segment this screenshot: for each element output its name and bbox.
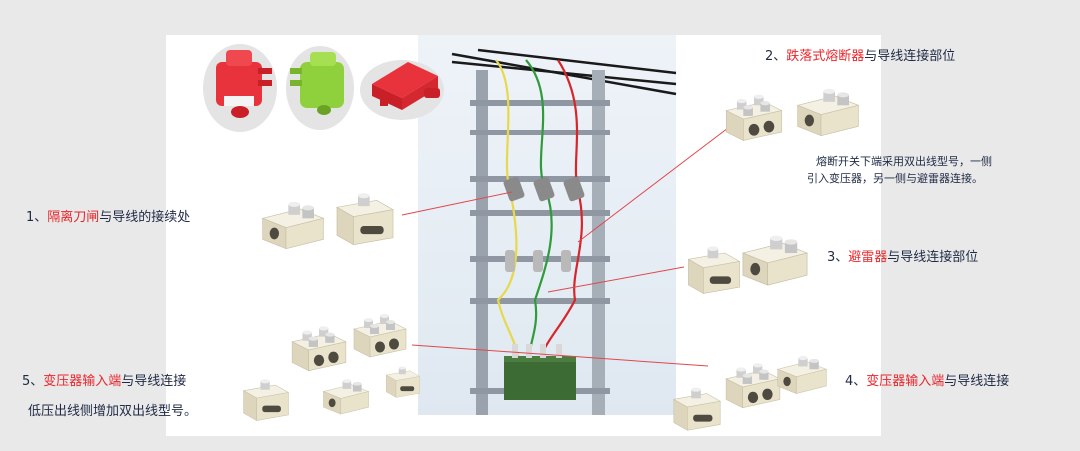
transformer-icon xyxy=(504,344,576,400)
label-transformer-input-right: 4、变压器输入端与导线连接 xyxy=(845,374,1009,390)
leader-lines xyxy=(401,127,729,367)
surge-arresters xyxy=(505,250,571,272)
wire-connector-clamp-icon xyxy=(797,88,859,137)
label-isolation-switch: 1、隔离刀闸与导线的接续处 xyxy=(26,210,190,226)
label-number: 3、 xyxy=(827,250,849,265)
label-number: 1、 xyxy=(26,210,48,225)
label-transformer-input-left: 5、变压器输入端与导线连接 xyxy=(22,374,186,390)
wire-connector-clamp-icon xyxy=(742,234,808,286)
low-voltage-note: 低压出线侧增加双出线型号。 xyxy=(28,404,198,419)
label-keyword: 隔离刀闸 xyxy=(47,210,100,225)
wire-connector-clamp-icon xyxy=(242,378,290,422)
label-text: 与导线的接续处 xyxy=(99,210,191,225)
label-surge-arrester: 3、避雷器与导线连接部位 xyxy=(827,250,978,266)
wire-connector-clamp-icon xyxy=(673,386,721,431)
wire-connector-clamp-icon xyxy=(725,362,781,409)
label-number: 2、 xyxy=(765,49,787,64)
label-keyword: 变压器输入端 xyxy=(43,374,122,389)
green-insulation-cover-icon xyxy=(286,46,354,130)
label-number: 5、 xyxy=(22,374,44,389)
wire-connector-clamp-icon xyxy=(291,325,347,372)
label-text: 与导线连接 xyxy=(944,374,1010,389)
label-keyword: 跌落式熔断器 xyxy=(786,49,865,64)
phase-wires xyxy=(495,59,583,371)
fuse-note-line1: 熔断开关下端采用双出线型号，一侧 xyxy=(816,155,992,168)
label-keyword: 变压器输入端 xyxy=(866,374,945,389)
label-text: 与导线连接部位 xyxy=(864,49,956,64)
wire-connector-clamp-icon xyxy=(687,245,741,295)
label-text: 与导线连接 xyxy=(121,374,187,389)
red-cap-insulation-cover-icon xyxy=(360,60,444,120)
label-keyword: 避雷器 xyxy=(848,250,888,265)
wire-connector-clamp-icon xyxy=(777,355,827,395)
label-text: 与导线连接部位 xyxy=(887,250,979,265)
wire-connector-clamp-icon xyxy=(385,366,421,398)
wire-connector-clamp-icon xyxy=(725,93,783,142)
drop-out-fuses xyxy=(503,176,585,202)
pole-background xyxy=(418,35,676,415)
fuse-note: 熔断开关下端采用双出线型号，一侧 引入变压器，另一侧与避雷器连接。 xyxy=(798,153,992,187)
wire-connector-clamp-icon xyxy=(322,378,370,415)
wire-connector-clamp-icon xyxy=(353,313,407,358)
wire-connector-clamp-icon xyxy=(336,192,394,246)
label-drop-out-fuse: 2、跌落式熔断器与导线连接部位 xyxy=(765,49,955,65)
wire-connector-clamp-icon xyxy=(262,201,324,250)
label-number: 4、 xyxy=(845,374,867,389)
red-insulation-cover-icon xyxy=(203,44,277,132)
fuse-note-line2: 引入变压器，另一侧与避雷器连接。 xyxy=(807,172,983,185)
